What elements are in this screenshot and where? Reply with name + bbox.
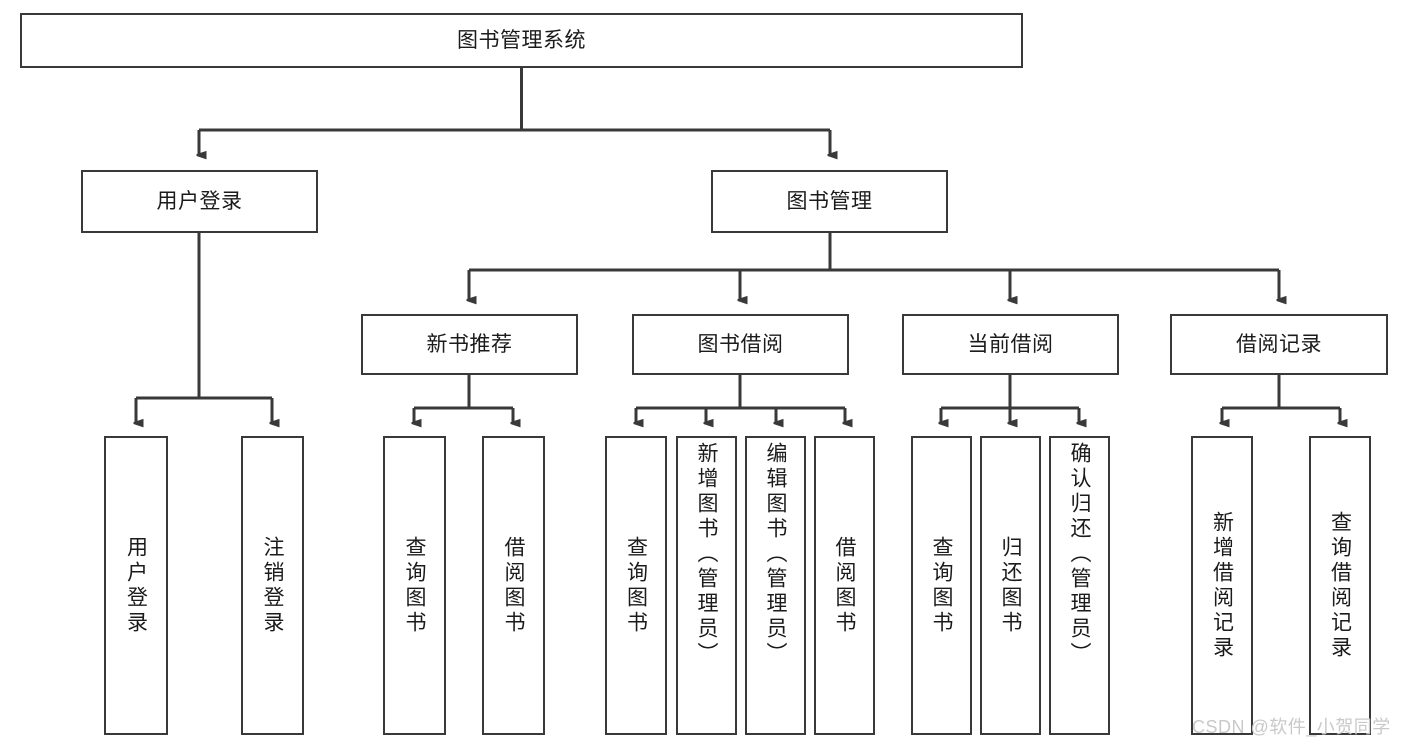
node-book-borrow-label: 图书借阅 [697, 332, 784, 356]
node-current-borrow-label: 当前借阅 [967, 332, 1054, 356]
node-book-management-label: 图书管理 [786, 189, 873, 213]
node-new-book-recommend-label: 新书推荐 [426, 332, 513, 356]
csdn-watermark: CSDN @软件_小贺同学 [1192, 717, 1391, 737]
leaf-record-add-record-label: 新增借阅记录 [1210, 510, 1234, 661]
leaf-user-login-login[interactable]: 用户登录 [104, 436, 168, 735]
node-book-management[interactable]: 图书管理 [711, 170, 948, 233]
leaf-current-confirm-return-label: 确认归还（管理员） [1068, 442, 1091, 667]
node-root-system[interactable]: 图书管理系统 [20, 13, 1023, 68]
leaf-borrow-edit-book-label: 编辑图书（管理员） [764, 442, 787, 667]
node-user-login[interactable]: 用户登录 [81, 170, 318, 233]
leaf-recommend-borrow-book[interactable]: 借阅图书 [482, 436, 545, 735]
leaf-current-query-book-label: 查询图书 [930, 535, 953, 636]
leaf-borrow-borrow-book[interactable]: 借阅图书 [814, 436, 875, 735]
node-book-borrow[interactable]: 图书借阅 [632, 314, 849, 375]
node-borrow-record[interactable]: 借阅记录 [1170, 314, 1388, 375]
leaf-recommend-query-book[interactable]: 查询图书 [383, 436, 446, 735]
node-borrow-record-label: 借阅记录 [1236, 332, 1322, 356]
leaf-borrow-query-book-label: 查询图书 [624, 535, 648, 636]
leaf-record-query-record-label: 查询借阅记录 [1328, 510, 1352, 661]
node-user-login-label: 用户登录 [156, 189, 243, 213]
leaf-record-add-record[interactable]: 新增借阅记录 [1191, 436, 1253, 735]
leaf-current-return-book[interactable]: 归还图书 [980, 436, 1041, 735]
leaf-recommend-borrow-book-label: 借阅图书 [502, 535, 525, 636]
node-root-system-label: 图书管理系统 [457, 28, 586, 52]
leaf-current-query-book[interactable]: 查询图书 [911, 436, 972, 735]
leaf-user-login-logout-label: 注销登录 [261, 535, 284, 636]
leaf-record-query-record[interactable]: 查询借阅记录 [1309, 436, 1371, 735]
leaf-borrow-edit-book[interactable]: 编辑图书（管理员） [745, 436, 806, 735]
node-current-borrow[interactable]: 当前借阅 [902, 314, 1119, 375]
leaf-user-login-login-label: 用户登录 [124, 535, 148, 636]
leaf-user-login-logout[interactable]: 注销登录 [241, 436, 304, 735]
leaf-borrow-add-book[interactable]: 新增图书（管理员） [676, 436, 737, 735]
node-new-book-recommend[interactable]: 新书推荐 [361, 314, 578, 375]
leaf-current-confirm-return[interactable]: 确认归还（管理员） [1049, 436, 1110, 735]
leaf-current-return-book-label: 归还图书 [999, 535, 1022, 636]
leaf-borrow-query-book[interactable]: 查询图书 [605, 436, 667, 735]
leaf-recommend-query-book-label: 查询图书 [403, 535, 426, 636]
leaf-borrow-borrow-book-label: 借阅图书 [833, 535, 856, 636]
leaf-borrow-add-book-label: 新增图书（管理员） [695, 442, 718, 667]
